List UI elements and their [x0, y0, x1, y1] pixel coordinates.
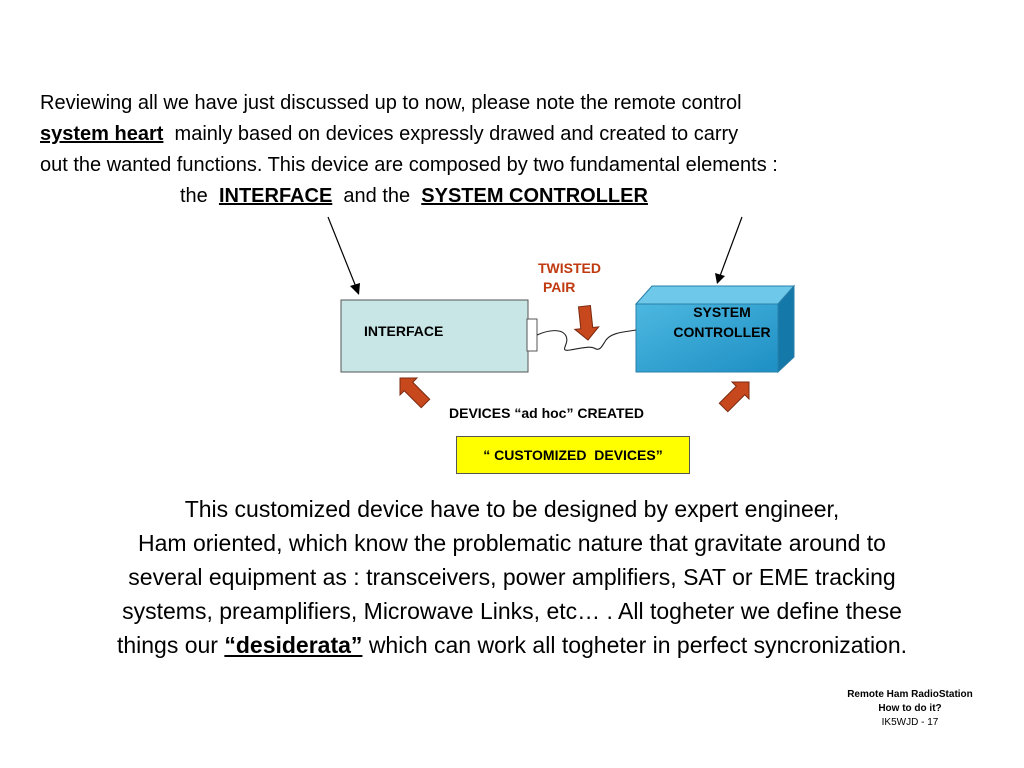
intro-line-4: the INTERFACE and the SYSTEM CONTROLLER — [40, 181, 1000, 212]
body-paragraph: This customized device have to be design… — [0, 492, 1024, 662]
devices-created-label: DEVICES “ad hoc” CREATED — [449, 405, 644, 421]
footer-page-number: IK5WJD - 17 — [881, 717, 939, 728]
interface-heading: INTERFACE — [218, 185, 333, 207]
twisted-pair-label: TWISTED PAIR — [538, 259, 601, 297]
controller-label-line-1: SYSTEM — [693, 304, 751, 320]
twisted-pair-arrow — [573, 305, 600, 341]
controller-label-line-2: CONTROLLER — [673, 324, 771, 340]
intro-line-3: out the wanted functions. This device ar… — [40, 154, 778, 176]
pointer-line-interface — [327, 216, 357, 288]
body-line-4: systems, preamplifiers, Microwave Links,… — [122, 598, 902, 624]
intro-paragraph: Reviewing all we have just discussed up … — [40, 88, 1000, 212]
body-line-1: This customized device have to be design… — [184, 496, 840, 522]
interface-box — [340, 299, 529, 373]
body-line-5-start: things our — [116, 632, 218, 658]
pointer-line-controller — [719, 216, 743, 277]
intro-line-2-rest: mainly based on devices expressly drawed… — [174, 123, 739, 145]
interface-box-label: INTERFACE — [364, 323, 444, 339]
intro-the-text: the — [180, 185, 208, 207]
controller-box-label: SYSTEM CONTROLLER — [660, 302, 784, 342]
twisted-pair-wire — [536, 329, 637, 351]
twisted-label-line-1: TWISTED — [538, 260, 601, 276]
desiderata-text: “desiderata” — [224, 632, 363, 658]
intro-and-the-text: and the — [343, 185, 411, 207]
interface-up-arrow — [399, 377, 431, 409]
body-line-5: things our “desiderata” which can work a… — [0, 628, 1024, 662]
intro-line-2: system heart mainly based on devices exp… — [40, 119, 1000, 150]
footer-subtitle: How to do it? — [878, 703, 942, 714]
interface-connector — [526, 318, 538, 352]
slide-footer: Remote Ham RadioStation How to do it? IK… — [820, 688, 1000, 730]
body-line-2: Ham oriented, which know the problematic… — [138, 530, 886, 556]
twisted-label-line-2: PAIR — [543, 279, 576, 295]
body-line-3: several equipment as : transceivers, pow… — [128, 564, 896, 590]
intro-line-1: Reviewing all we have just discussed up … — [40, 92, 742, 114]
customized-devices-box: “ CUSTOMIZED DEVICES” — [456, 436, 690, 474]
controller-front-face — [635, 303, 779, 373]
system-controller-heading: SYSTEM CONTROLLER — [421, 185, 648, 207]
body-line-5-end: which can work all togheter in perfect s… — [368, 632, 908, 658]
system-heart-text: system heart — [40, 123, 164, 145]
footer-title: Remote Ham RadioStation — [847, 689, 973, 700]
controller-up-arrow — [718, 381, 750, 413]
pointer-arrowhead-controller — [715, 273, 725, 284]
pointer-arrowhead-interface — [350, 283, 360, 295]
